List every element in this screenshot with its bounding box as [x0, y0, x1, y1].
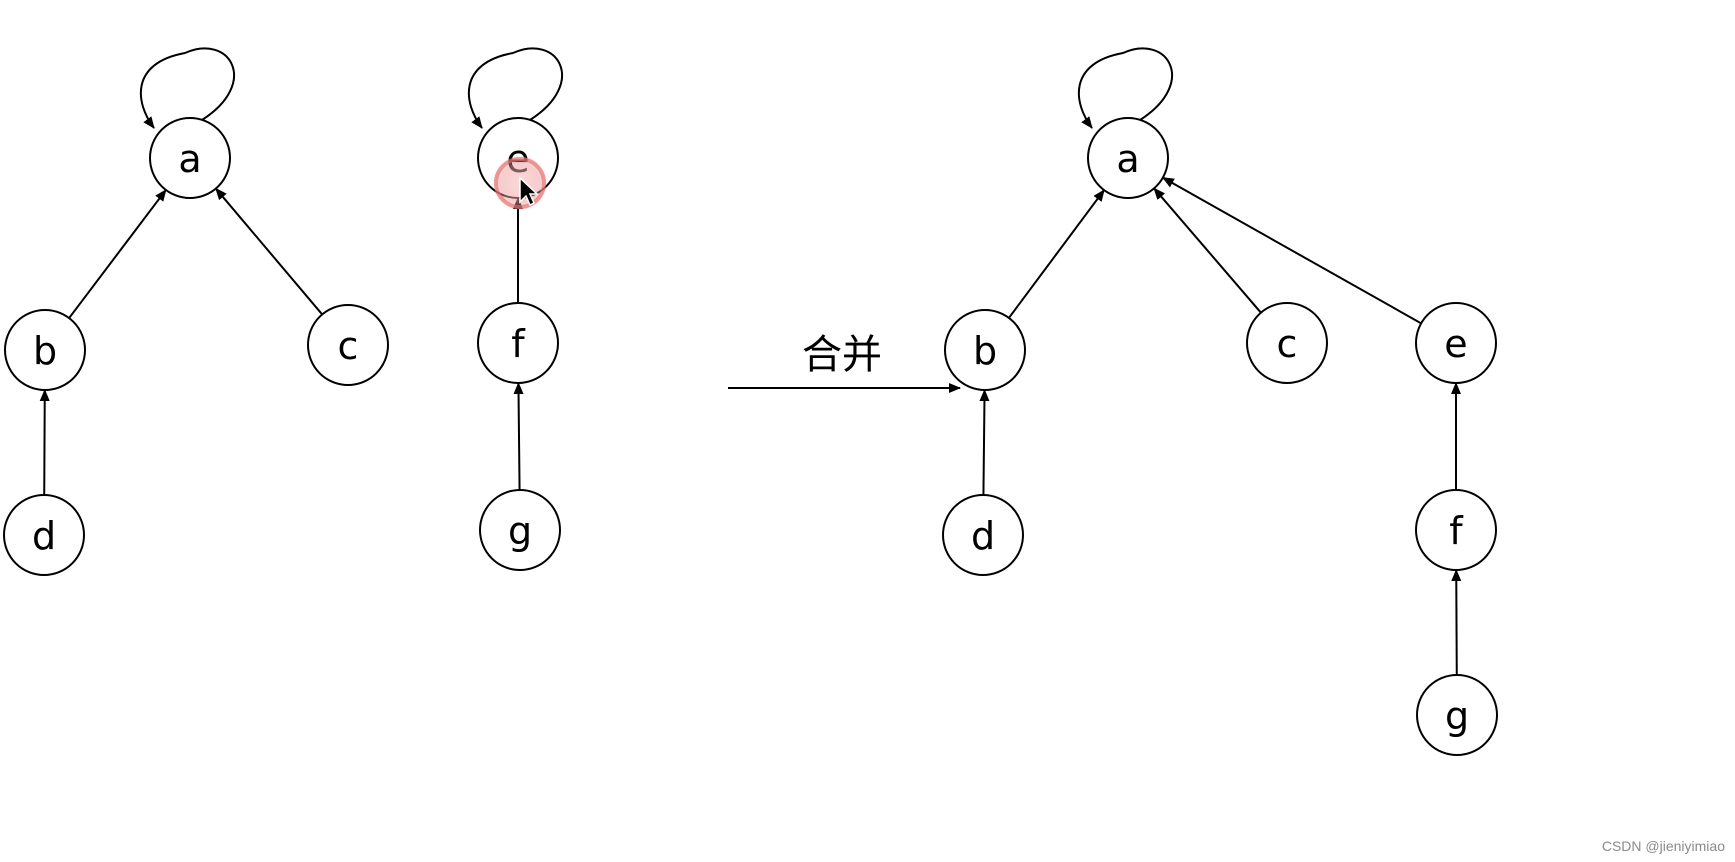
after-node-e-circle: [1415, 302, 1497, 384]
nodes-layer: abcdefgabcdefg: [3, 117, 1498, 756]
before-tree1-node-b-circle: [4, 309, 86, 391]
after-node-a: a: [1087, 117, 1169, 199]
before-tree2-self-loop-e: [467, 47, 563, 129]
after-node-d-label: d: [971, 514, 995, 558]
after-node-c: c: [1246, 302, 1328, 384]
click-highlight-outline: [494, 157, 546, 209]
before-tree1-node-b-label: b: [33, 329, 57, 373]
before-tree1-self-loop-a: [139, 47, 235, 129]
after-node-c-circle: [1246, 302, 1328, 384]
before-tree1-node-b: b: [4, 309, 86, 391]
after-node-e-label: e: [1444, 322, 1467, 366]
before-tree1-node-c: c: [307, 304, 389, 386]
after-node-f: f: [1415, 489, 1497, 571]
after-node-b-circle: [944, 309, 1026, 391]
before-tree1-edge-c-to-a: [215, 187, 323, 316]
after-node-d-circle: [942, 494, 1024, 576]
before-tree1-node-d-circle: [3, 494, 85, 576]
mouse-pointer-icon: [519, 176, 539, 207]
after-edge-e-to-a: [1161, 176, 1422, 325]
before-tree2-node-f-label: f: [511, 322, 526, 366]
after-edge-d-to-b: [979, 388, 990, 496]
after-node-f-label: f: [1449, 509, 1464, 553]
before-tree1-node-a-circle: [149, 117, 231, 199]
before-tree2-node-f: f: [477, 302, 559, 384]
after-node-a-circle: [1087, 117, 1169, 199]
after-node-b-label: b: [973, 329, 997, 373]
before-tree1-node-c-label: c: [338, 324, 359, 368]
before-tree2-node-g-label: g: [508, 509, 532, 553]
before-tree2-edge-g-to-f: [513, 381, 524, 491]
after-node-g-label: g: [1445, 694, 1469, 738]
after-self-loop-a: [1077, 47, 1173, 129]
before-tree1-node-a-label: a: [178, 137, 201, 181]
before-tree1-node-d-label: d: [32, 514, 56, 558]
after-node-d: d: [942, 494, 1024, 576]
after-edge-b-to-a: [1008, 189, 1105, 319]
before-tree1-node-d: d: [3, 494, 85, 576]
after-edge-g-to-f: [1451, 568, 1462, 676]
before-tree2-node-g-circle: [479, 489, 561, 571]
watermark-text: CSDN @jieniyimiao: [1601, 838, 1725, 854]
after-node-f-circle: [1415, 489, 1497, 571]
overlay-layer: [492, 155, 548, 211]
before-tree1-node-c-circle: [307, 304, 389, 386]
after-node-g: g: [1416, 674, 1498, 756]
after-node-b: b: [944, 309, 1026, 391]
before-tree2-node-f-circle: [477, 302, 559, 384]
after-node-g-circle: [1416, 674, 1498, 756]
after-edge-c-to-a: [1153, 187, 1262, 314]
before-tree2-node-g: g: [479, 489, 561, 571]
after-node-c-label: c: [1277, 322, 1298, 366]
edges-layer: [39, 47, 1462, 676]
merge-label: 合并: [802, 332, 882, 378]
before-tree1-node-a: a: [149, 117, 231, 199]
after-node-e: e: [1415, 302, 1497, 384]
before-tree1-edge-b-to-a: [68, 189, 167, 319]
before-tree1-edge-d-to-b: [39, 388, 50, 496]
after-node-a-label: a: [1116, 137, 1139, 181]
